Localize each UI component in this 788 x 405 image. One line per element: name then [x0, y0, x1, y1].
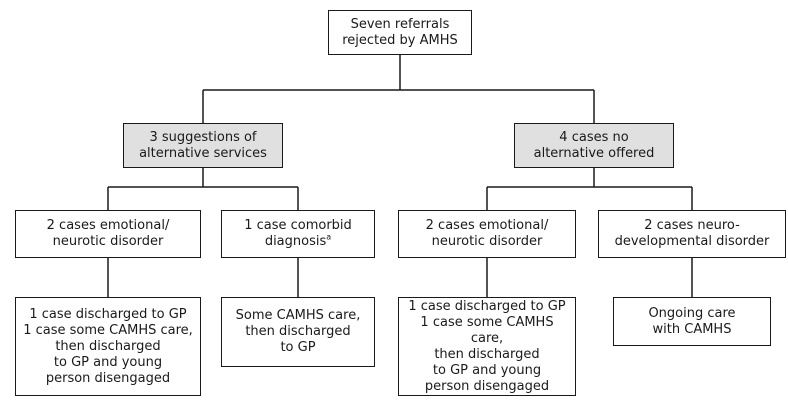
emotional-disorder-left-label: 2 cases emotional/ neurotic disorder [46, 218, 170, 249]
emotional-disorder-right-box: 2 cases emotional/ neurotic disorder [398, 210, 576, 258]
outcome-comorbid-box: Some CAMHS care, then discharged to GP [221, 297, 375, 367]
no-alternative-box: 4 cases no alternative offered [514, 123, 674, 168]
outcome-emotional-left-label: 1 case discharged to GP 1 case some CAMH… [23, 306, 193, 386]
comorbid-diagnosis-label: 1 case comorbid diagnosisa [244, 218, 352, 250]
alternative-services-label: 3 suggestions of alternative services [139, 129, 267, 161]
outcome-emotional-left-box: 1 case discharged to GP 1 case some CAMH… [15, 297, 201, 396]
alternative-services-box: 3 suggestions of alternative services [123, 123, 283, 168]
emotional-disorder-right-label: 2 cases emotional/ neurotic disorder [425, 218, 549, 249]
neurodevelopmental-disorder-label: 2 cases neuro- developmental disorder [614, 218, 770, 249]
comorbid-diagnosis-text: 1 case comorbid diagnosis [244, 218, 352, 249]
outcome-neurodev-label: Ongoing care with CAMHS [648, 305, 736, 337]
root-label: Seven referrals rejected by AMHS [342, 16, 458, 48]
comorbid-diagnosis-box: 1 case comorbid diagnosisa [221, 210, 375, 258]
emotional-disorder-left-box: 2 cases emotional/ neurotic disorder [15, 210, 201, 258]
outcome-comorbid-label: Some CAMHS care, then discharged to GP [235, 308, 361, 355]
outcome-neurodev-box: Ongoing care with CAMHS [613, 297, 771, 346]
outcome-emotional-right-box: 1 case discharged to GP 1 case some CAMH… [398, 297, 576, 396]
no-alternative-label: 4 cases no alternative offered [533, 129, 655, 161]
footnote-mark: a [326, 232, 332, 242]
root-box: Seven referrals rejected by AMHS [328, 10, 472, 55]
outcome-emotional-right-label: 1 case discharged to GP 1 case some CAMH… [408, 298, 566, 394]
neurodevelopmental-disorder-box: 2 cases neuro- developmental disorder [598, 210, 786, 258]
